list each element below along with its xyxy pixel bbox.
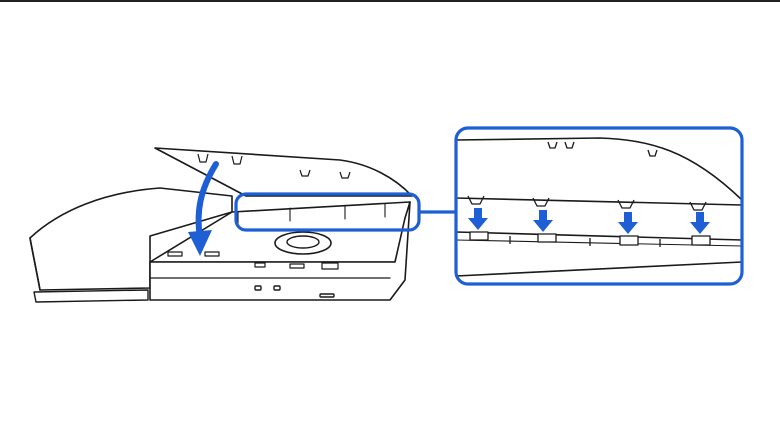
zoom-callout [454, 126, 744, 286]
console-base-foot [33, 289, 149, 303]
lifted-cover [154, 147, 413, 197]
down-arrow-2 [533, 210, 553, 232]
zoom-console-slots [469, 231, 711, 247]
motion-arrow-stroke [195, 161, 219, 241]
console-left-shell [29, 187, 233, 291]
console-top-slots [167, 251, 339, 270]
zoom-callout-border [454, 126, 744, 286]
zoom-down-arrows [468, 208, 710, 234]
console-fan-inner [286, 235, 320, 249]
console-body [29, 187, 411, 303]
cover-panel [154, 147, 413, 197]
motion-arrow-head [188, 230, 212, 256]
console-front-ports [254, 285, 335, 298]
zoom-cover-tabs [467, 141, 707, 211]
cover-tabs [197, 153, 351, 179]
down-arrow-1 [468, 208, 488, 230]
down-arrow-3 [618, 212, 638, 234]
console-front-face [149, 201, 411, 301]
down-arrow-4 [690, 212, 710, 234]
top-border-line [0, 0, 780, 2]
console-left-shell-edge [29, 237, 41, 291]
motion-arrow [188, 161, 219, 256]
